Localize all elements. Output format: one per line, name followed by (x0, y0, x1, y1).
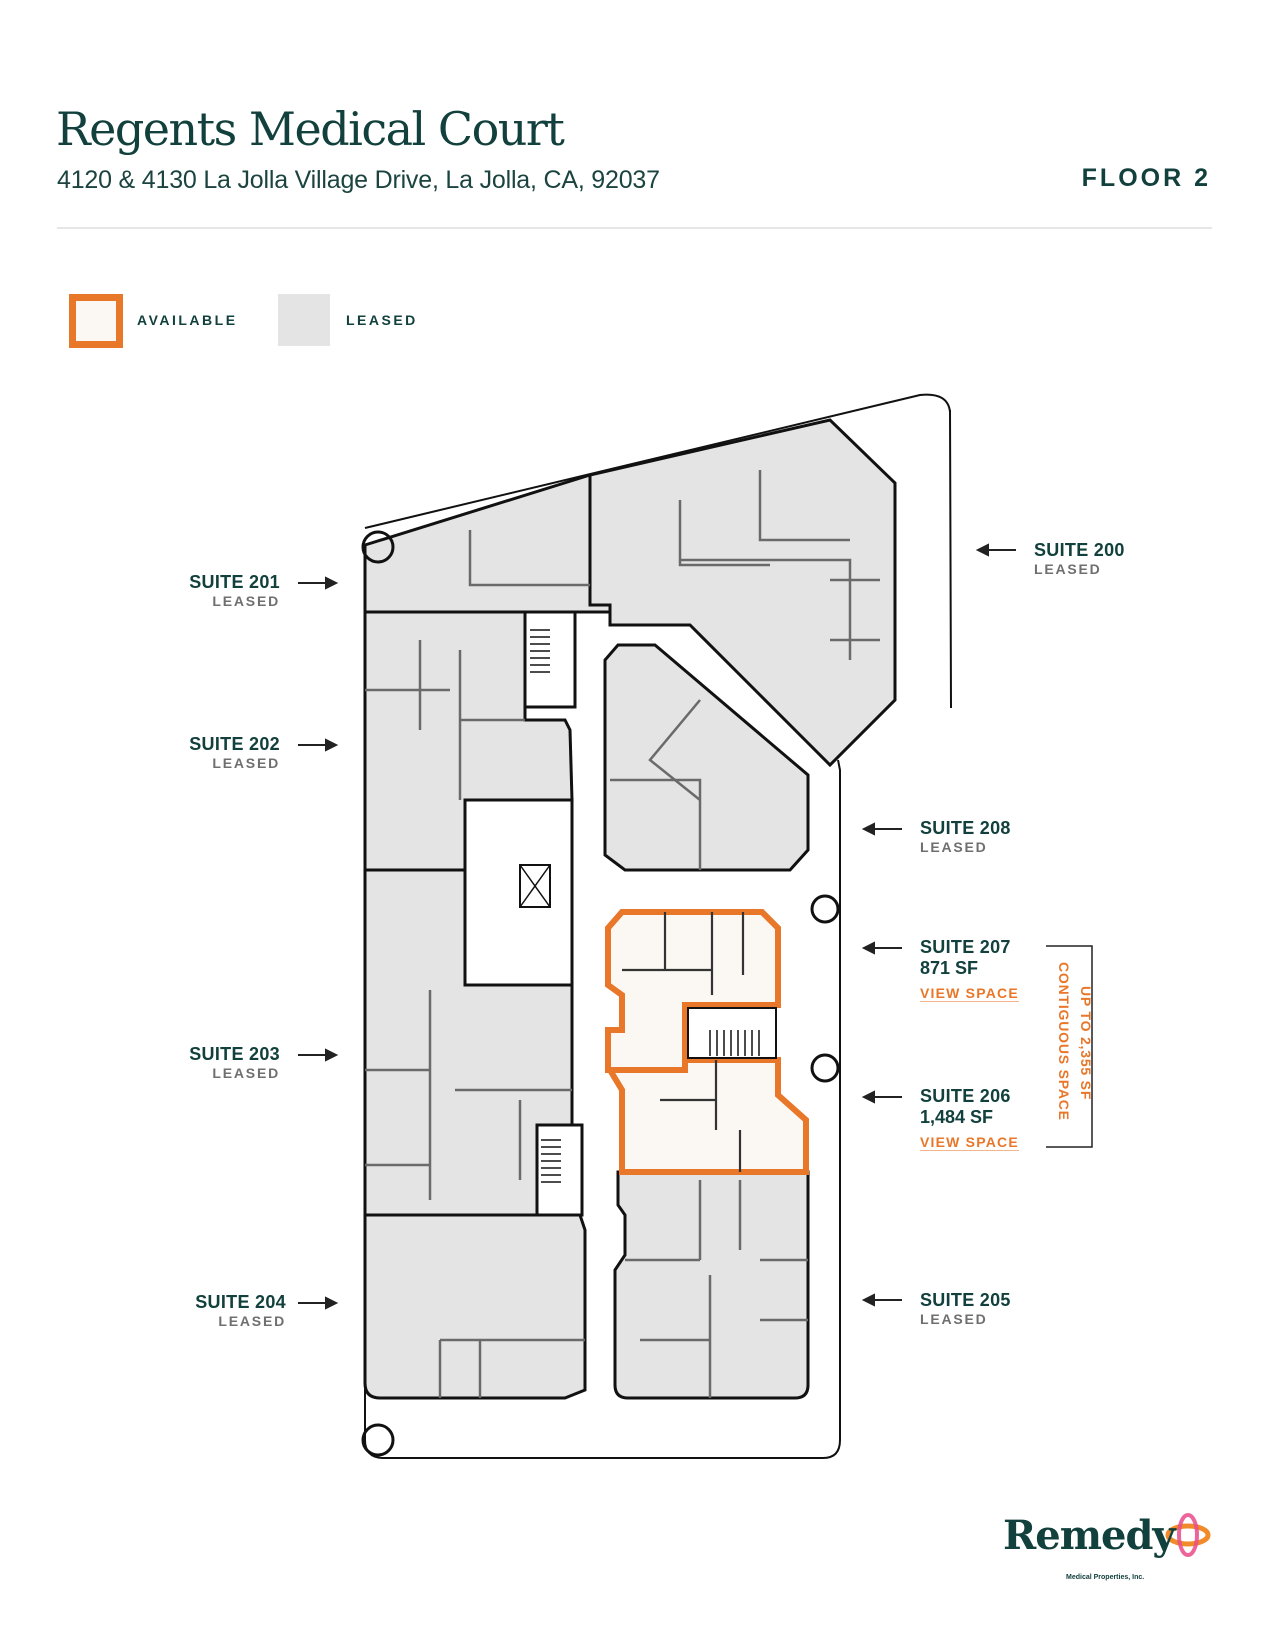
suite-205-label[interactable]: SUITE 205 LEASED (920, 1290, 1011, 1327)
suite-status: LEASED (218, 1313, 286, 1329)
suite-name: SUITE 204 (195, 1292, 286, 1312)
suite-206-label[interactable]: SUITE 206 1,484 SF VIEW SPACE (920, 1086, 1019, 1152)
suite-208-area[interactable] (603, 643, 810, 872)
site-boundary (364, 393, 952, 709)
header-divider (57, 227, 1212, 229)
contiguous-line2: CONTIGUOUS SPACE (1056, 962, 1072, 1121)
suite-name: SUITE 208 (920, 818, 1011, 838)
suite-207-label[interactable]: SUITE 207 871 SF VIEW SPACE (920, 937, 1019, 1003)
suite-name: SUITE 202 (189, 734, 280, 754)
remedy-logo-wordmark: Remedy (1003, 1512, 1176, 1559)
label-arrows (298, 543, 1016, 1310)
suite-name: SUITE 207 (920, 937, 1011, 957)
suite-206-area[interactable] (604, 1057, 809, 1175)
suite-status: LEASED (1034, 561, 1102, 577)
suite-status: LEASED (212, 1065, 280, 1081)
suite-status: LEASED (212, 593, 280, 609)
suite-202-label[interactable]: SUITE 202 LEASED (150, 734, 280, 771)
remedy-logo-subtitle: Medical Properties, Inc. (1066, 1574, 1145, 1581)
stair-north (523, 610, 577, 709)
suite-sf: 1,484 SF (920, 1107, 994, 1127)
legend-leased-swatch (278, 294, 330, 346)
legend-available-label: AVAILABLE (137, 312, 238, 328)
suite-204-area[interactable] (363, 1213, 587, 1400)
building-address: 4120 & 4130 La Jolla Village Drive, La J… (57, 166, 660, 194)
suite-status: LEASED (920, 1311, 988, 1327)
suite-status: LEASED (212, 755, 280, 771)
contiguous-line1: UP TO 2,355 SF (1078, 986, 1094, 1101)
suite-206-view-space-link[interactable]: VIEW SPACE (920, 1134, 1019, 1151)
suite-name: SUITE 200 (1034, 540, 1125, 560)
suite-200-label[interactable]: SUITE 200 LEASED (1034, 540, 1125, 577)
suite-status: LEASED (920, 839, 988, 855)
suite-208-label[interactable]: SUITE 208 LEASED (920, 818, 1011, 855)
suite-207-view-space-link[interactable]: VIEW SPACE (920, 985, 1019, 1002)
suite-name: SUITE 203 (189, 1044, 280, 1064)
suite-name: SUITE 201 (189, 572, 280, 592)
floor-label: FLOOR 2 (1081, 164, 1211, 192)
contiguous-bracket (1046, 945, 1093, 1148)
suite-name: SUITE 206 (920, 1086, 1011, 1106)
suite-203-label[interactable]: SUITE 203 LEASED (150, 1044, 280, 1081)
legend-available-swatch (69, 294, 123, 348)
suite-name: SUITE 205 (920, 1290, 1011, 1310)
page-title: Regents Medical Court (56, 102, 565, 156)
restroom-core (463, 798, 574, 987)
stair-central (687, 1007, 777, 1059)
suite-205-area[interactable] (613, 1170, 810, 1400)
stair-south (535, 1123, 584, 1217)
suite-201-area[interactable] (363, 472, 612, 614)
suite-204-label[interactable]: SUITE 204 LEASED (156, 1292, 286, 1329)
suite-201-label[interactable]: SUITE 201 LEASED (150, 572, 280, 609)
remedy-logo-mark (1165, 1513, 1211, 1557)
suite-sf: 871 SF (920, 958, 979, 978)
legend-leased-label: LEASED (346, 312, 418, 328)
